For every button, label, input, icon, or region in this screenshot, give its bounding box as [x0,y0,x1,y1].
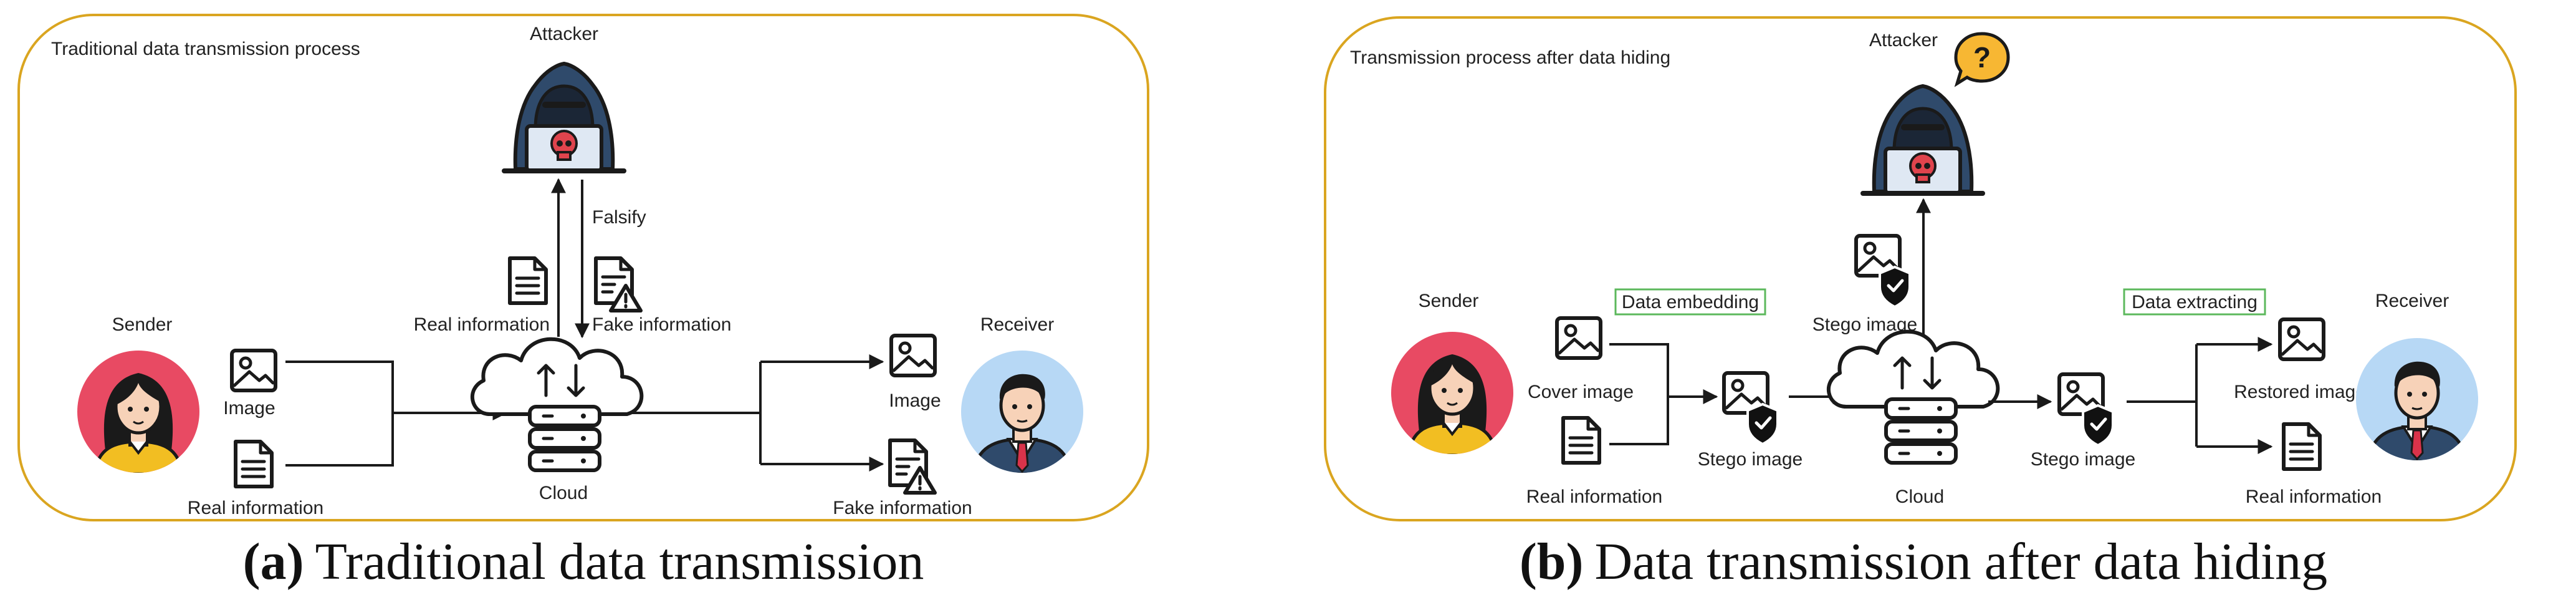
panel-b-sender-label: Sender [1419,291,1479,311]
stego-image-left-label: Stego image [1698,449,1803,470]
caption-a-letter: (a) [243,533,304,591]
panel-b-attacker-label: Attacker [1869,30,1938,51]
hooded-attacker-icon-b [1863,86,1983,193]
caption-a: (a)Traditional data transmission [243,533,924,591]
fake-information-out-label: Fake information [833,498,972,518]
image-icon-output [891,336,935,375]
caption-b-text: Data transmission after data hiding [1595,533,2328,591]
question-mark: ? [1973,41,1991,74]
panel-a-cloud-label: Cloud [539,483,588,503]
caption-b: (b)Data transmission after data hiding [1520,533,2327,591]
panel-b: Transmission process after data hiding A… [1324,16,2517,521]
fake-document-icon-output [890,440,935,493]
stego-image-icon-right [2059,374,2113,445]
document-icon [510,258,546,303]
image-out-label: Image [889,390,941,411]
falsify-label: Falsify [592,207,646,228]
cover-image-label: Cover image [1528,382,1634,402]
cloud-server-icon [472,339,641,470]
image-in-label: Image [223,398,275,419]
document-icon-output-b [2284,424,2320,469]
caption-a-text: Traditional data transmission [315,533,924,591]
panel-a-border [17,14,1149,521]
panel-a-receiver-label: Receiver [980,314,1054,335]
panel-b-receiver-label: Receiver [2375,291,2449,311]
real-information-up-label: Real information [414,314,550,335]
fake-document-icon [596,258,641,311]
woman-avatar-icon [77,351,199,474]
connector-embedding [1609,343,1669,445]
data-embedding-box [1614,288,1766,316]
caption-b-letter: (b) [1520,533,1584,591]
stego-image-right-label: Stego image [2031,449,2135,470]
real-information-in-label: Real information [188,498,323,518]
document-icon-input [236,442,272,487]
panel-b-cloud-label: Cloud [1895,487,1944,507]
data-extracting-box [2123,288,2266,316]
stego-image-icon-left [1724,373,1778,444]
fake-information-down-label: Fake information [592,314,731,335]
restored-image-icon [2280,319,2324,359]
restored-image-label: Restored image [2234,382,2366,402]
real-information-out-label: Real information [2246,487,2382,507]
question-badge-icon: ? [1954,32,2010,87]
panel-b-title: Transmission process after data hiding [1350,47,1670,68]
woman-avatar-icon-b [1391,332,1513,455]
panel-a: Traditional data transmission process At… [17,14,1149,521]
connector-image-in [285,361,394,467]
man-avatar-icon-b [2356,338,2478,462]
panel-b-border [1324,16,2517,521]
document-icon-input-b [1563,418,1599,463]
data-extracting-label: Data extracting [2132,292,2258,312]
man-avatar-icon [961,351,1083,474]
data-embedding-label: Data embedding [1622,292,1759,312]
hooded-attacker-icon [504,64,624,171]
panel-a-sender-label: Sender [112,314,173,335]
stego-image-icon-top [1856,236,1910,307]
cover-image-icon [1557,318,1601,358]
cloud-server-icon-b [1829,332,1998,463]
real-information-in-b-label: Real information [1526,487,1662,507]
image-icon-input [232,351,275,390]
panel-a-attacker-label: Attacker [530,24,598,44]
panel-a-title: Traditional data transmission process [51,39,360,59]
